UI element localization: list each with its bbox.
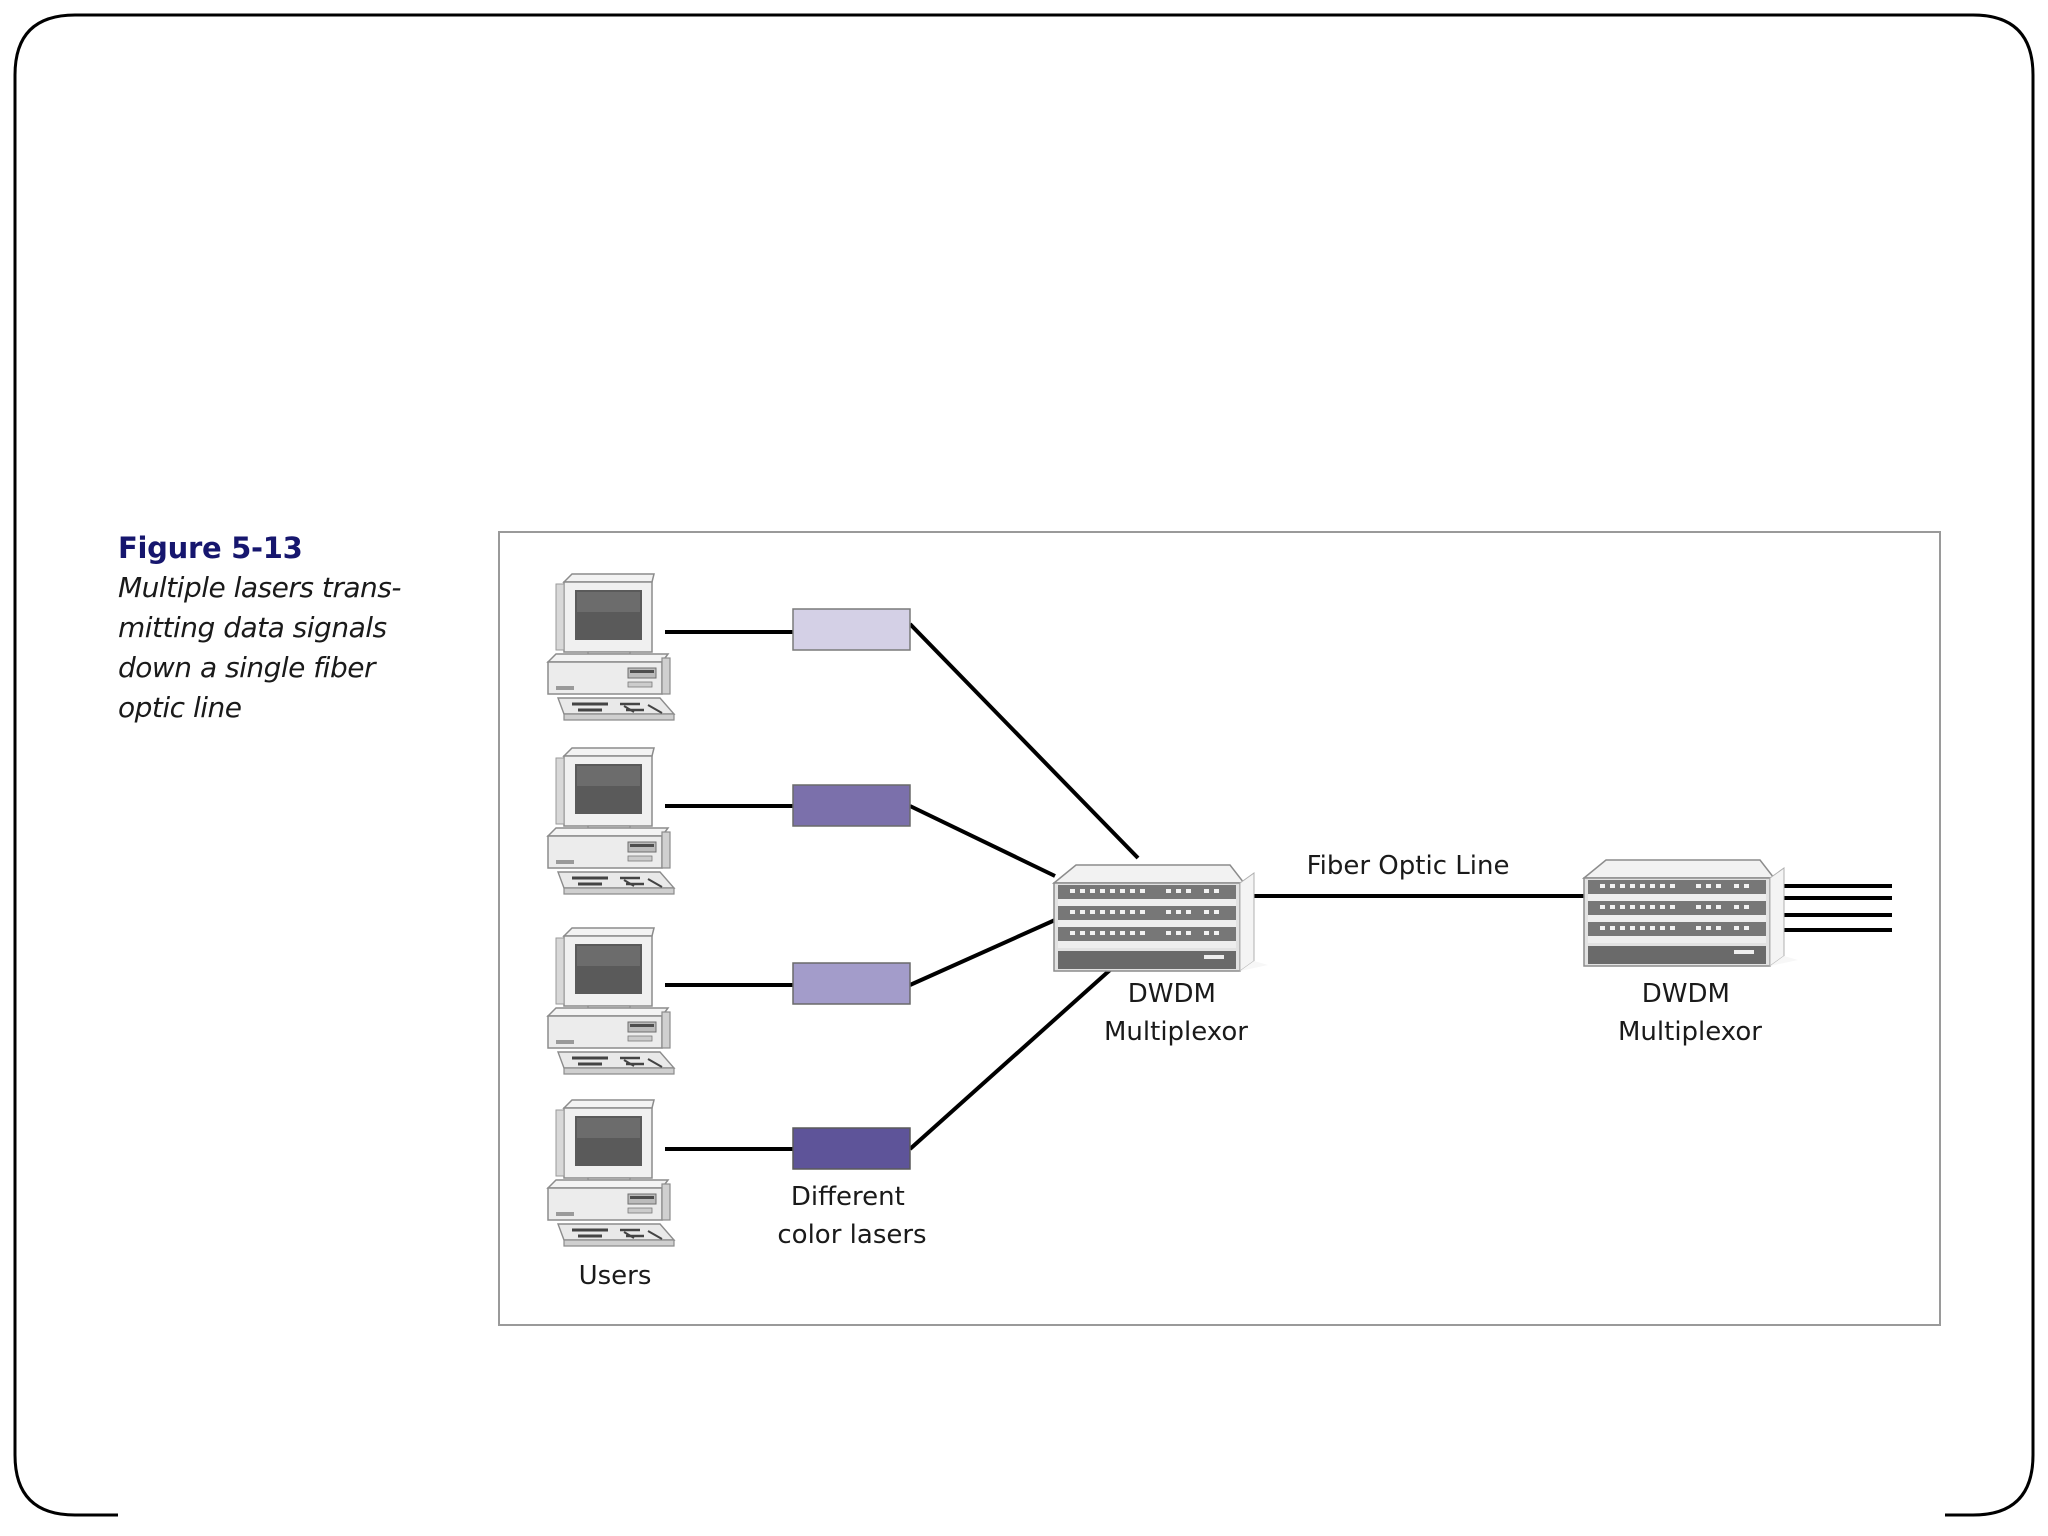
laser-link — [908, 622, 1140, 860]
lasers-label: Different color lasers — [777, 1182, 926, 1250]
dwdm-multiplexor-icon — [1053, 864, 1269, 972]
caption-line: Multiple lasers trans- — [118, 571, 401, 604]
laser-block-icon — [792, 608, 911, 651]
figure-caption: Figure 5-13 Multiple lasers trans- mitti… — [118, 528, 448, 728]
desktop-computer-icon — [546, 746, 676, 896]
caption-line: down a single fiber — [118, 651, 375, 684]
caption-line: mitting data signals — [118, 611, 387, 644]
fiber-optic-label: Fiber Optic Line — [1307, 851, 1510, 881]
mux-left-label: DWDM Multiplexor — [1104, 979, 1248, 1047]
desktop-computer-icon — [546, 926, 676, 1076]
laser-block-icon — [792, 784, 911, 827]
desktop-computer-icon — [546, 1098, 676, 1248]
laser-block-icon — [792, 1127, 911, 1170]
laser-links — [908, 622, 1140, 1151]
laser-block-icon — [792, 962, 911, 1005]
output-lines — [1765, 884, 1892, 932]
laser-link — [908, 968, 1112, 1151]
mux-right-label: DWDM Multiplexor — [1618, 979, 1762, 1047]
laser-link — [909, 804, 1056, 878]
caption-text: Multiple lasers trans- mitting data sign… — [118, 568, 448, 728]
caption-title: Figure 5-13 — [118, 531, 303, 565]
desktop-computer-icon — [546, 572, 676, 722]
caption-line: optic line — [118, 691, 242, 724]
figure-border — [498, 531, 1941, 1326]
laser-link — [909, 918, 1056, 987]
dwdm-multiplexor-icon — [1583, 859, 1799, 967]
users-label: Users — [579, 1261, 652, 1291]
user-links — [665, 630, 795, 1151]
